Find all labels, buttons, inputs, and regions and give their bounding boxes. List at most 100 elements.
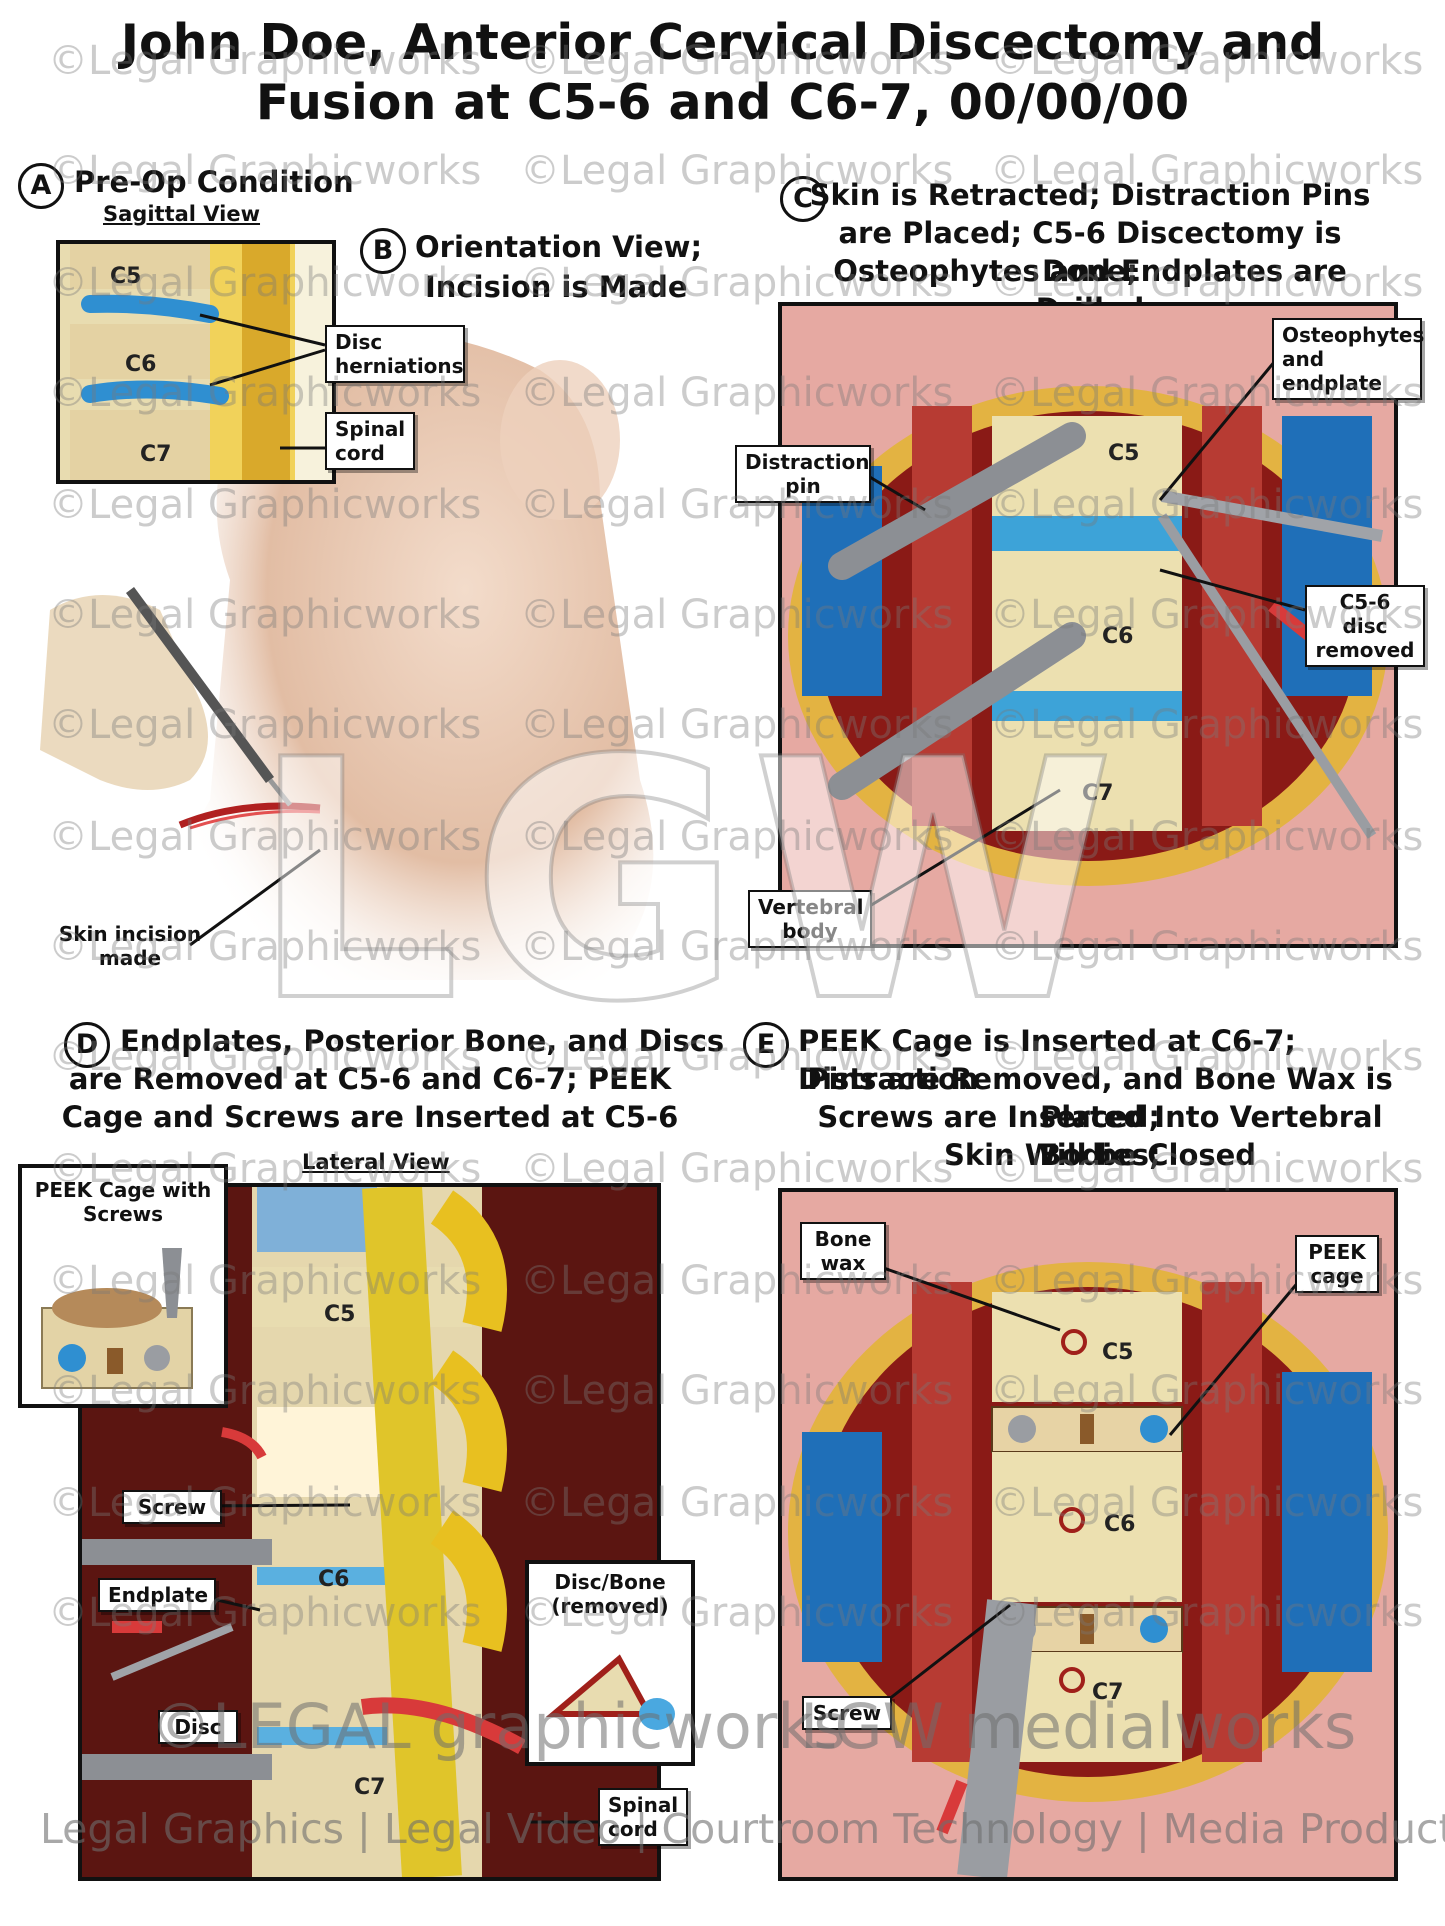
bone-wax-label: Bone wax	[800, 1222, 886, 1280]
spinal-cord-label-d: Spinal cord	[598, 1788, 688, 1846]
section-b-title-line1: Orientation View;	[415, 230, 703, 264]
watermark-text: ©Legal Graphicworks	[990, 1146, 1424, 1192]
disc-bone-drawing	[545, 1654, 675, 1730]
lgw-watermark: LGW	[248, 688, 1126, 1076]
section-d-title-line1: Endplates, Posterior Bone, and Discs	[120, 1024, 725, 1058]
section-d-title-line2: are Removed at C5-6 and C6-7; PEEK	[68, 1062, 672, 1096]
watermark-text: ©Legal Graphicworks	[520, 38, 954, 84]
watermark-text: ©Legal Graphicworks	[520, 1590, 954, 1636]
watermark-text: ©Legal Graphicworks	[48, 592, 482, 638]
disc-herniations-label: Disc herniations	[325, 325, 465, 383]
watermark-text: ©Legal Graphicworks	[520, 1146, 954, 1192]
watermark-text: ©Legal Graphicworks	[520, 1368, 954, 1414]
watermark-text: ©Legal Graphicworks	[48, 924, 482, 970]
skin-incision-label: Skin incision made	[58, 922, 202, 970]
section-d-marker: D	[64, 1022, 110, 1068]
watermark-text: ©Legal Graphicworks	[48, 1034, 482, 1080]
watermark-text: ©Legal Graphicworks	[48, 1258, 482, 1304]
watermark-text: ©Legal Graphicworks	[48, 702, 482, 748]
section-b-marker: B	[360, 228, 406, 274]
peek-cage-inset: PEEK Cage with Screws	[18, 1164, 228, 1408]
watermark-text: ©Legal Graphicworks	[48, 1590, 482, 1636]
surgical-field-e-drawing	[782, 1192, 1394, 1877]
disc-label-d: Disc	[158, 1710, 238, 1744]
brand-right-text: LGW medialworks	[800, 1690, 1357, 1763]
section-a-title: Pre-Op Condition	[74, 165, 354, 199]
watermark-text: ©Legal Graphicworks	[990, 148, 1424, 194]
vertebral-body-label: Vertebral body	[748, 890, 872, 948]
disc-bone-removed-label: Disc/Bone (removed)	[551, 1570, 669, 1618]
watermark-text: ©Legal Graphicworks	[48, 1480, 482, 1526]
page-title-line2: Fusion at C5-6 and C6-7, 00/00/00	[255, 74, 1190, 131]
watermark-text: ©Legal Graphicworks	[990, 260, 1424, 306]
section-e-marker: E	[743, 1022, 789, 1068]
section-e-title-line2: Pins are Removed, and Bone Wax is Placed…	[807, 1062, 1393, 1134]
peek-cage-label-e: PEEK cage	[1295, 1235, 1379, 1293]
watermark-text: ©Legal Graphicworks	[48, 370, 482, 416]
watermark-text: ©Legal Graphicworks	[48, 260, 482, 306]
watermark-text: ©Legal Graphicworks	[990, 1368, 1424, 1414]
e-c5-label: C5	[1102, 1340, 1134, 1365]
watermark-text: ©Legal Graphicworks	[48, 1368, 482, 1414]
c-c7-label: C7	[1082, 781, 1114, 806]
watermark-text: ©Legal Graphicworks	[990, 38, 1424, 84]
section-c-title-line1: Skin is Retracted; Distraction Pins	[809, 178, 1371, 212]
d-c5-label: C5	[324, 1302, 356, 1327]
screw-label-d: Screw	[122, 1490, 222, 1524]
watermark-text: ©Legal Graphicworks	[520, 592, 954, 638]
section-a-marker: A	[18, 163, 64, 209]
peek-cage-drawing	[41, 1248, 193, 1389]
page-title-line1: John Doe, Anterior Cervical Discectomy a…	[120, 14, 1325, 71]
watermark-text: ©Legal Graphicworks	[990, 592, 1424, 638]
lateral-spine-drawing	[82, 1187, 657, 1877]
neck-illustration	[40, 330, 654, 980]
footer-tagline: Legal Graphics | Legal Video | Courtroom…	[40, 1805, 1445, 1853]
brand-watermark-left: ©LEGAL graphicworks	[150, 1690, 846, 1763]
sagittal-c5-label: C5	[110, 264, 142, 289]
brand-watermark-right: LGW medialworks	[800, 1690, 1356, 1763]
osteophytes-label: Osteophytes and endplate	[1272, 318, 1424, 400]
disc-bone-inset: Disc/Bone (removed)	[525, 1560, 695, 1766]
d-c7-label: C7	[354, 1775, 386, 1800]
lateral-view-panel: C5 C6 C7	[78, 1183, 661, 1881]
surgical-view-e: C5 C6 C7	[778, 1188, 1398, 1881]
watermark-text: ©Legal Graphicworks	[520, 1480, 954, 1526]
watermark-text: ©Legal Graphicworks	[520, 814, 954, 860]
c-c5-label: C5	[1108, 441, 1140, 466]
watermark-text: ©Legal Graphicworks	[48, 1146, 482, 1192]
watermark-text: ©Legal Graphicworks	[990, 1590, 1424, 1636]
brand-left-text: ©LEGAL graphicworks	[150, 1690, 846, 1763]
watermark-text: ©Legal Graphicworks	[990, 370, 1424, 416]
watermark-text: ©Legal Graphicworks	[48, 148, 482, 194]
watermark-text: ©Legal Graphicworks	[48, 814, 482, 860]
spinal-cord-label-a: Spinal cord	[325, 412, 415, 470]
watermark-text: ©Legal Graphicworks	[520, 1034, 954, 1080]
distraction-pin-label: Distraction pin	[735, 445, 871, 503]
disc-removed-label: C5-6 disc removed	[1305, 585, 1425, 667]
section-e-title-line4: Skin Will be Closed	[943, 1138, 1257, 1172]
watermark-text: ©Legal Graphicworks	[990, 702, 1424, 748]
watermark-text: ©Legal Graphicworks	[520, 924, 954, 970]
d-c6-label: C6	[318, 1567, 350, 1592]
section-d-subtitle: Lateral View	[302, 1150, 450, 1174]
watermark-text: ©Legal Graphicworks	[520, 482, 954, 528]
e-c7-label: C7	[1092, 1680, 1124, 1705]
section-d-title-line3: Cage and Screws are Inserted at C5-6	[61, 1100, 679, 1134]
sagittal-c7-label: C7	[140, 442, 172, 467]
watermark-text: ©Legal Graphicworks	[990, 1034, 1424, 1080]
sagittal-spine-drawing	[60, 244, 332, 480]
watermark-text: ©Legal Graphicworks	[520, 702, 954, 748]
watermark-text: ©Legal Graphicworks	[990, 1480, 1424, 1526]
section-a-subtitle: Sagittal View	[103, 202, 261, 226]
e-c6-label: C6	[1104, 1512, 1136, 1537]
sagittal-c6-label: C6	[125, 352, 157, 377]
watermark-text: ©Legal Graphicworks	[520, 1258, 954, 1304]
watermark-text: ©Legal Graphicworks	[990, 482, 1424, 528]
section-c-title-line2: are Placed; C5-6 Discectomy is Done;	[838, 216, 1342, 288]
section-b-title-line2: Incision is Made	[425, 270, 688, 304]
watermark-text: ©Legal Graphicworks	[520, 370, 954, 416]
surgical-field-c-drawing	[782, 306, 1394, 944]
section-e-title-line1: PEEK Cage is Inserted at C6-7; Distracti…	[798, 1024, 1296, 1096]
